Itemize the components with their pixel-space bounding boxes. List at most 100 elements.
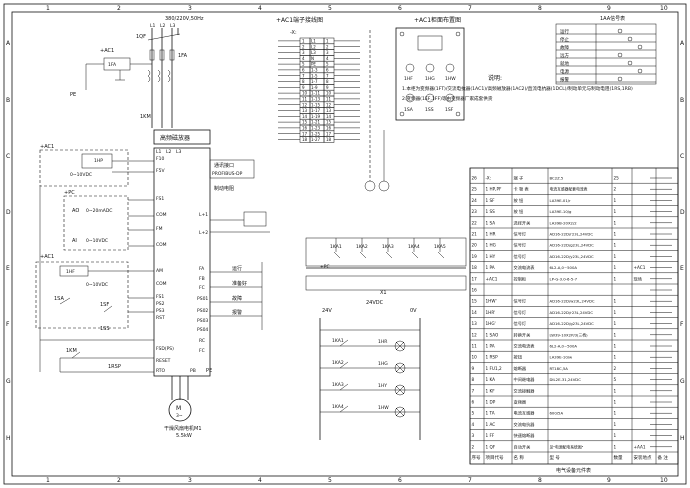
bom-cell: 卡 顿 表 [514, 186, 530, 193]
bom-cell: 1 [614, 332, 617, 337]
column-labels-top: 1 2 3 4 5 6 7 8 9 10 [46, 5, 668, 12]
terminal-wire: 1-3 [311, 68, 318, 73]
hp-label: 1HP [94, 158, 103, 164]
col-label: 1 [46, 5, 50, 12]
terminal-wire: 1-17 [311, 108, 321, 113]
supply-label: 380/220V,50Hz [165, 16, 204, 22]
bom-cell: 见"电源配电系统图" [550, 444, 584, 449]
pe-label: PE [70, 92, 76, 98]
terminal-no: 12 [302, 102, 308, 107]
terminal-no: 15 [302, 120, 308, 125]
converter-box [153, 147, 211, 377]
row-label: G [6, 378, 11, 385]
terminal-dest: 14 [326, 114, 332, 119]
col-label: 8 [538, 5, 542, 12]
power-circuit: 380/220V,50Hz L1 L2 L3 1QF 1FA 1KM +AC1 … [70, 16, 204, 128]
terminal-no: 10 [302, 91, 308, 96]
terminal-wire: 1-9 [311, 85, 318, 90]
terminal-wire: 1-27 [311, 137, 321, 142]
row-label: E [6, 265, 10, 272]
bom-cell: 13 [472, 321, 478, 326]
bom-cell: 信号灯 [514, 320, 527, 327]
terminal-dest: 11 [326, 97, 332, 102]
legend-title: 1AA信号表 [600, 15, 625, 22]
legend-item: 停止 [560, 36, 569, 43]
bom-cell: 20 [472, 243, 478, 248]
bom-header-cell: 备 注 [658, 454, 669, 461]
col-label: 9 [607, 477, 611, 484]
bom-cell: 1 SA [486, 220, 496, 225]
signal-circuits: +AC1 1HP 0~10VDC +PC AO 0~20mADC AI 0~10… [35, 144, 263, 374]
bom-cell: 11 [472, 344, 478, 349]
terminal-wire: 1-13 [311, 97, 321, 102]
terminal-no: 6 [302, 68, 305, 73]
bom-cell: AD16-22D/g23L,24VDC [550, 321, 595, 326]
terminal-no: 4 [302, 56, 305, 61]
terminal-dest: 13 [326, 108, 332, 113]
range-label: 0~10VDC [86, 238, 108, 244]
comm-port-box [209, 159, 255, 179]
bom-cell: LA39E-10/g [550, 209, 573, 214]
bom-cell: 交流电流表 [514, 264, 536, 271]
terminal-no: 17 [302, 131, 308, 136]
terminal-wire: 1-21 [311, 120, 321, 125]
phase-label: L2 [160, 23, 166, 29]
legend-item: 远方 [560, 52, 569, 59]
bom-cell: 6L2-A,0~500A [550, 265, 578, 270]
col-label: 9 [607, 5, 611, 12]
terminal-no: 7 [302, 73, 305, 78]
terminal-label: RESET [156, 358, 171, 364]
terminal-label: PB [190, 368, 196, 374]
bom-cell: 交流电抗器 [514, 421, 536, 428]
bom-cell: 1 [614, 232, 617, 237]
terminal-table-title: +AC1端子接线图 [276, 16, 323, 24]
terminal-dest: 5 [326, 62, 329, 67]
bom-cell: 1 [614, 243, 617, 248]
col-label: 5 [328, 477, 332, 484]
bom-cell: 1 SAO [486, 332, 500, 337]
terminal-label: RTO [156, 368, 166, 374]
terminal-wire: 1-23 [311, 126, 321, 131]
row-label: H [680, 435, 685, 442]
lamp-label: 1HG [378, 361, 388, 367]
bom-title: 电气设备元件表 [556, 467, 591, 474]
terminal-wire: 1-7 [311, 79, 318, 84]
terminal-dest: 8 [326, 79, 329, 84]
bom-cell: 1 HG [486, 243, 496, 248]
bom-cell: AD16-22D/w23L,24VDC [550, 299, 595, 304]
terminal-label: COM [156, 281, 167, 287]
bom-cell: 1 [614, 400, 617, 405]
col-label: 2 [117, 5, 121, 12]
terminal-label: FM [156, 226, 163, 232]
bom-cell: 21 [472, 232, 478, 237]
bom-cell: +AC1 [486, 276, 498, 281]
ac1-label: +AC1 [100, 48, 114, 54]
bom-cell: 1 [614, 433, 617, 438]
signal-source-label: +AC1 [40, 144, 54, 150]
bom-cell: 600/5A [550, 411, 564, 416]
bom-cell: 1 SS [486, 209, 496, 214]
converter-block: 高频磁放器 L1 L2 L3 F10 F5V FS1 COM FM COM AM… [153, 129, 270, 439]
terminal-dest: 10 [326, 91, 332, 96]
bom-cell: 控制柜 [514, 275, 527, 282]
contact-label: 1KA3 [332, 382, 344, 388]
bom-cell: 交流接触器 [514, 387, 536, 394]
terminal-wire: 1-5 [311, 73, 318, 78]
bom-cell: 1 DP [486, 400, 496, 405]
panel-item-label: 1HF [404, 76, 413, 82]
bom-cell: 信号灯 [514, 231, 527, 238]
bom-header-cell: 序号 [472, 454, 481, 461]
bom-cell: +AC1 [634, 265, 646, 270]
bom-cell: 1 [614, 254, 617, 259]
ao-label: AO [72, 208, 79, 214]
lamp-symbol [394, 406, 406, 418]
bom-cell: 快速熔断器 [514, 432, 536, 439]
terminal-dest: 7 [326, 73, 329, 78]
terminal-strip [305, 275, 467, 291]
bom-cell: 15 [472, 299, 478, 304]
bom-cell: 25 [614, 176, 620, 181]
legend-item: 就地 [560, 60, 569, 67]
bom-cell: 1 [614, 444, 617, 449]
terminal-dest: 16 [326, 126, 332, 131]
bom-cell: 1 [614, 299, 617, 304]
